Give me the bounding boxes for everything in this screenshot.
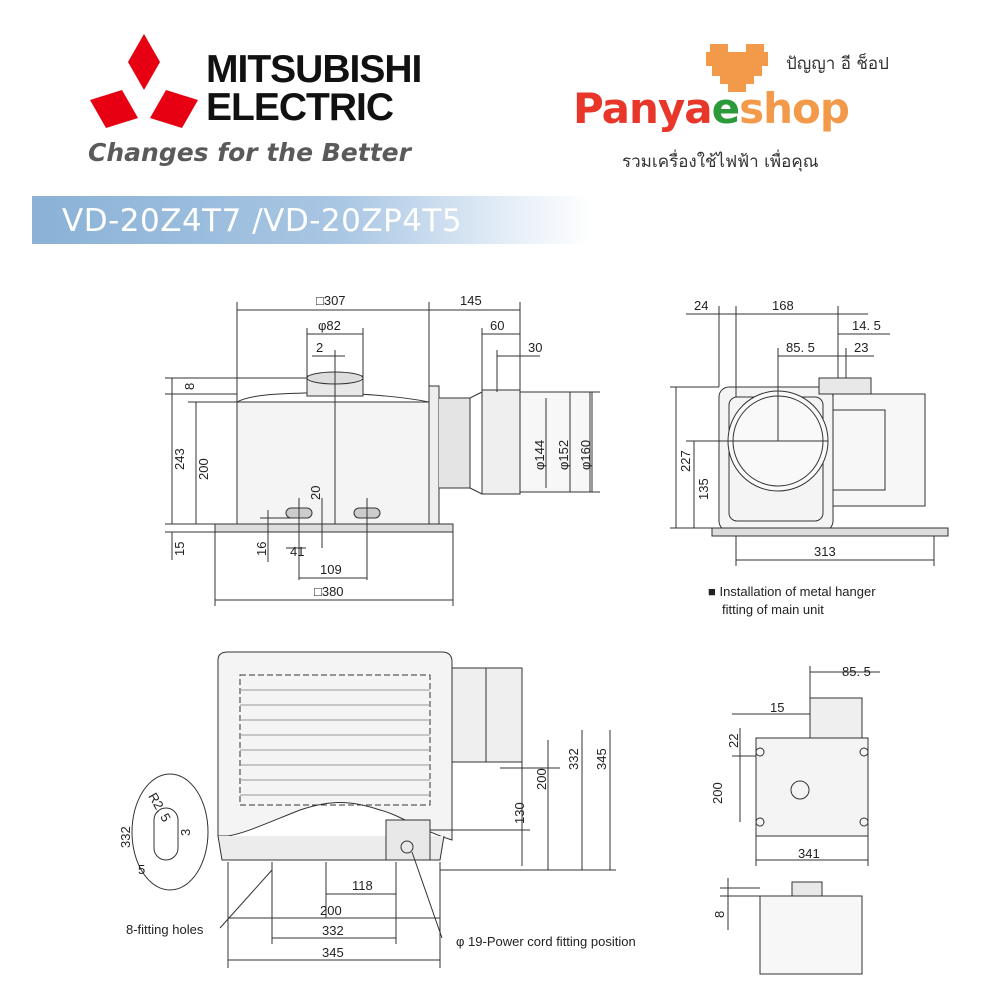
side-view-labels: 24 168 14. 5 85. 5 23 227 135 313 ■ Inst… (678, 298, 881, 617)
shop-thai-name: ปัญญา อี ช็อป (786, 54, 889, 74)
note-line1: ■ Installation of metal hanger (708, 584, 876, 599)
dim-85-5-top: 85. 5 (842, 664, 871, 679)
brand-line2: ELECTRIC (206, 86, 394, 129)
dim-200-horiz: 200 (320, 903, 342, 918)
dim-307: □307 (316, 293, 346, 308)
dim-243: 243 (172, 448, 187, 470)
dim-227: 227 (678, 450, 693, 472)
dim-135: 135 (696, 478, 711, 500)
label-fitting-holes: 8-fitting holes (126, 922, 204, 937)
bottom-view-labels: 200 332 345 130 118 200 332 345 332 R2. … (118, 748, 636, 960)
dim-160: φ160 (578, 440, 593, 470)
detail-3: 3 (178, 829, 193, 836)
dim-15: 15 (172, 542, 187, 556)
model-banner (32, 196, 592, 244)
note-line2: fitting of main unit (722, 602, 824, 617)
heart-icon (706, 40, 772, 96)
dim-145: 145 (460, 293, 482, 308)
dim-2: 2 (316, 340, 323, 355)
dim-15-top: 15 (770, 700, 784, 715)
brand-line1: MITSUBISHI (206, 48, 422, 91)
side-view (670, 306, 949, 566)
dim-345-horiz: 345 (322, 945, 344, 960)
dim-41: 41 (290, 544, 304, 559)
dim-22-top: 22 (726, 734, 741, 748)
brand-slogan: Changes for the Better (88, 138, 411, 167)
dim-200-top: 200 (710, 782, 725, 804)
dim-24: 24 (694, 298, 708, 313)
dim-16: 16 (254, 542, 269, 556)
dim-14-5: 14. 5 (852, 318, 881, 333)
top-view-labels: 85. 5 15 22 200 341 8 (710, 664, 871, 918)
front-view (165, 302, 600, 606)
shop-name-shop: shop (739, 84, 850, 133)
dim-332-vert: 332 (566, 748, 581, 770)
dim-200-vert: 200 (534, 768, 549, 790)
dim-60: 60 (490, 318, 504, 333)
mitsubishi-logo (88, 32, 200, 130)
detail-5: 5 (138, 862, 145, 877)
model-number: VD-20Z4T7 /VD-20ZP4T5 (62, 203, 463, 239)
dim-345-vert: 345 (594, 748, 609, 770)
shop-tagline: รวมเครื่องใช้ไฟฟ้า เพื่อคุณ (622, 152, 819, 172)
detail-r25: R2. 5 (145, 790, 174, 824)
dim-82: φ82 (318, 318, 341, 333)
dim-341-top: 341 (798, 846, 820, 861)
dim-144: φ144 (532, 440, 547, 470)
front-view-labels: □307 145 φ82 60 2 30 8 243 200 20 φ144 φ… (172, 293, 593, 599)
dim-23: 23 (854, 340, 868, 355)
dim-380: □380 (314, 584, 344, 599)
dim-8: 8 (182, 383, 197, 390)
dim-109: 109 (320, 562, 342, 577)
dim-118: 118 (352, 878, 373, 893)
dim-85-5: 85. 5 (786, 340, 815, 355)
dim-200: 200 (196, 458, 211, 480)
dim-152: φ152 (556, 440, 571, 470)
bottom-view (131, 651, 616, 968)
shop-name-e: e (711, 84, 740, 133)
dim-168: 168 (772, 298, 794, 313)
label-power-cord: φ 19-Power cord fitting position (456, 934, 636, 949)
shop-name: Panyaeshop (573, 84, 850, 133)
top-view (720, 666, 880, 975)
shop-name-panya: Panya (573, 84, 713, 133)
dim-30: 30 (528, 340, 542, 355)
dim-20: 20 (308, 486, 323, 500)
dim-332-horiz: 332 (322, 923, 344, 938)
detail-332: 332 (118, 826, 133, 848)
three-diamonds-icon (90, 34, 198, 128)
dim-8-top: 8 (712, 911, 727, 918)
dim-130-vert: 130 (512, 802, 527, 824)
dim-313: 313 (814, 544, 836, 559)
